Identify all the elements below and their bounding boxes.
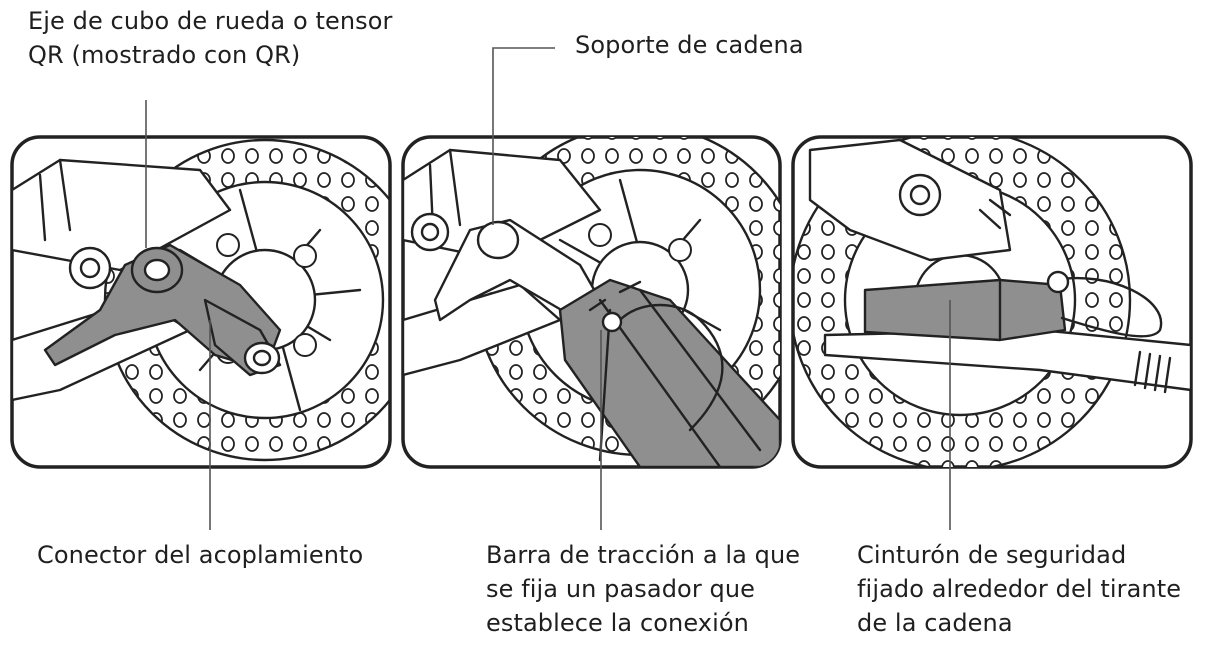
label-coupler: Conector del acoplamiento xyxy=(37,538,363,572)
chain-stay xyxy=(403,148,602,377)
label-hub-axle-line-1: Eje de cubo de rueda o tensor xyxy=(28,7,393,35)
label-hub-axle: Eje de cubo de rueda o tensor QR (mostra… xyxy=(28,4,393,72)
label-safety-strap-line-2: fijado alrededor del tirante xyxy=(857,575,1182,603)
panel-tow-bar xyxy=(401,47,782,530)
label-hub-axle-line-2: QR (mostrado con QR) xyxy=(28,41,301,69)
panel-safety-strap xyxy=(791,135,1193,530)
coupler-connector xyxy=(43,243,282,377)
leader-chain-stay xyxy=(492,47,555,225)
coupler-mounted xyxy=(410,212,602,322)
panel-hub-coupler xyxy=(10,100,392,530)
safety-strap xyxy=(863,270,1163,342)
label-tow-bar-line-2: se fija un pasador que xyxy=(486,575,756,603)
label-chain-stay-line-1: Soporte de cadena xyxy=(575,31,804,59)
label-chain-stay: Soporte de cadena xyxy=(575,28,804,62)
label-tow-bar-line-3: establece la conexión xyxy=(486,609,749,637)
label-safety-strap-line-1: Cinturón de seguridad xyxy=(857,541,1127,569)
hub-axle-nut xyxy=(68,246,112,290)
label-coupler-line-1: Conector del acoplamiento xyxy=(37,541,364,569)
label-safety-strap: Cinturón de seguridad fijado alrededor d… xyxy=(857,538,1181,640)
label-safety-strap-line-3: de la cadena xyxy=(857,609,1013,637)
brake-caliper xyxy=(808,138,1012,262)
label-tow-bar-line-1: Barra de tracción a la que xyxy=(486,541,801,569)
label-tow-bar: Barra de tracción a la que se fija un pa… xyxy=(486,538,800,640)
